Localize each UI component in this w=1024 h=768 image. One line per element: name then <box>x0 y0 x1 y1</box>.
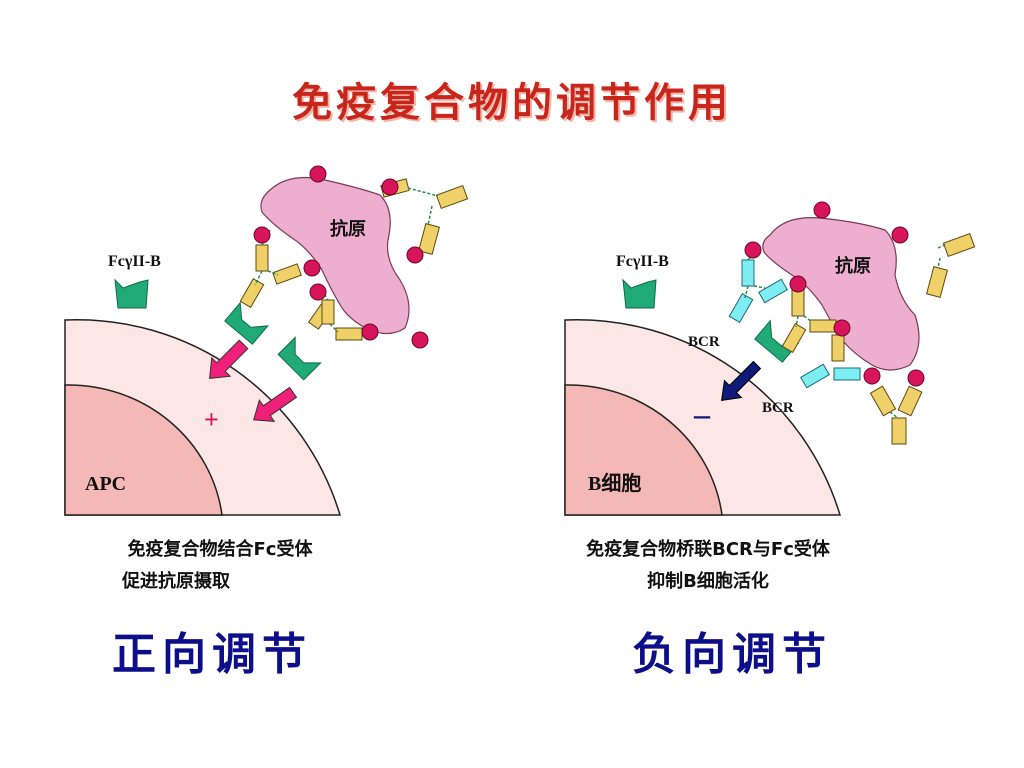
bcr-group <box>728 259 861 389</box>
fc-receptor-top-right <box>622 278 657 309</box>
epitope-dot <box>309 165 327 183</box>
bcr-label-1: BCR <box>688 334 720 350</box>
epitope-dot <box>411 331 429 349</box>
antibody-segment <box>791 289 805 317</box>
antigen-blob-right <box>762 217 920 371</box>
antibody-segment <box>255 244 269 272</box>
fc-receptor-top <box>114 278 149 309</box>
epitope-dot <box>891 226 909 244</box>
bcr-segment <box>741 259 755 287</box>
fc-receptor-2 <box>277 336 322 381</box>
epitope-dot <box>253 226 271 244</box>
epitope-dot <box>907 369 925 387</box>
epitope-dot <box>406 246 424 264</box>
antibody-segment <box>926 266 948 298</box>
antigen-blob <box>260 177 410 335</box>
inhibition-arrow <box>721 360 762 401</box>
epitope-dot <box>833 319 851 337</box>
fc-receptor-label: FcγII-B <box>108 253 161 270</box>
page-title: 免疫复合物的调节作用 <box>292 79 732 126</box>
epitope-dot <box>789 275 807 293</box>
antibody-segment <box>897 385 923 417</box>
apc-label: APC <box>85 473 126 495</box>
right-caption: 免疫复合物桥联BCR与Fc受体 抑制B细胞活化 <box>548 534 868 598</box>
antibody-segment <box>435 184 469 210</box>
bcr-segment <box>833 367 861 381</box>
bcr-segment <box>758 278 788 304</box>
left-caption: 免疫复合物结合Fc受体 促进抗原摄取 <box>70 534 370 598</box>
antibody-segment <box>831 334 845 362</box>
epitope-dot <box>381 178 399 196</box>
antigen-label: 抗原 <box>330 218 366 239</box>
b-cell <box>564 319 842 516</box>
antibody-segment <box>272 263 302 285</box>
fc-receptor-1 <box>224 301 269 345</box>
uptake-arrow-2 <box>253 386 298 422</box>
antibody-segment <box>942 232 976 258</box>
positive-symbol: + <box>204 405 219 434</box>
left-caption-line1: 免疫复合物结合Fc受体 <box>127 539 313 560</box>
epitope-dot <box>813 201 831 219</box>
bcr-label-2: BCR <box>762 400 794 416</box>
negative-symbol: – <box>693 396 711 432</box>
antibody-segment <box>809 319 837 333</box>
epitope-dot <box>303 259 321 277</box>
epitope-dot <box>361 323 379 341</box>
right-caption-line1: 免疫复合物桥联BCR与Fc受体 <box>586 539 830 560</box>
antibody-segment <box>418 223 440 255</box>
right-subtitle: 负向调节 <box>632 629 832 680</box>
epitope-dot <box>744 241 762 259</box>
antibody-segment <box>335 327 363 341</box>
epitope-group-right <box>744 201 925 387</box>
apc-cell <box>64 319 342 516</box>
antibody-segment <box>321 299 335 325</box>
bcr-segment <box>800 363 830 389</box>
antibody-segment <box>781 323 807 353</box>
left-caption-line2: 促进抗原摄取 <box>122 571 230 592</box>
right-caption-line2: 抑制B细胞活化 <box>647 571 769 592</box>
antibody-segment <box>891 417 907 445</box>
antibody-segment <box>239 278 265 308</box>
epitope-dot <box>309 283 327 301</box>
b-cell-label: B细胞 <box>588 471 641 495</box>
antibody-group-right <box>781 232 976 445</box>
uptake-arrow-1 <box>209 339 249 379</box>
epitope-dot <box>863 367 881 385</box>
fc-receptor-label-right: FcγII-B <box>616 253 669 270</box>
antigen-label-right: 抗原 <box>835 255 871 276</box>
bcr-segment <box>728 293 754 323</box>
left-diagram: APC FcγII-B 抗原 <box>64 165 469 516</box>
left-subtitle: 正向调节 <box>112 629 312 680</box>
antibody-segment <box>869 385 897 417</box>
epitope-group <box>253 165 429 349</box>
right-diagram: B细胞 FcγII-B BCR BCR 抗原 <box>564 201 976 516</box>
